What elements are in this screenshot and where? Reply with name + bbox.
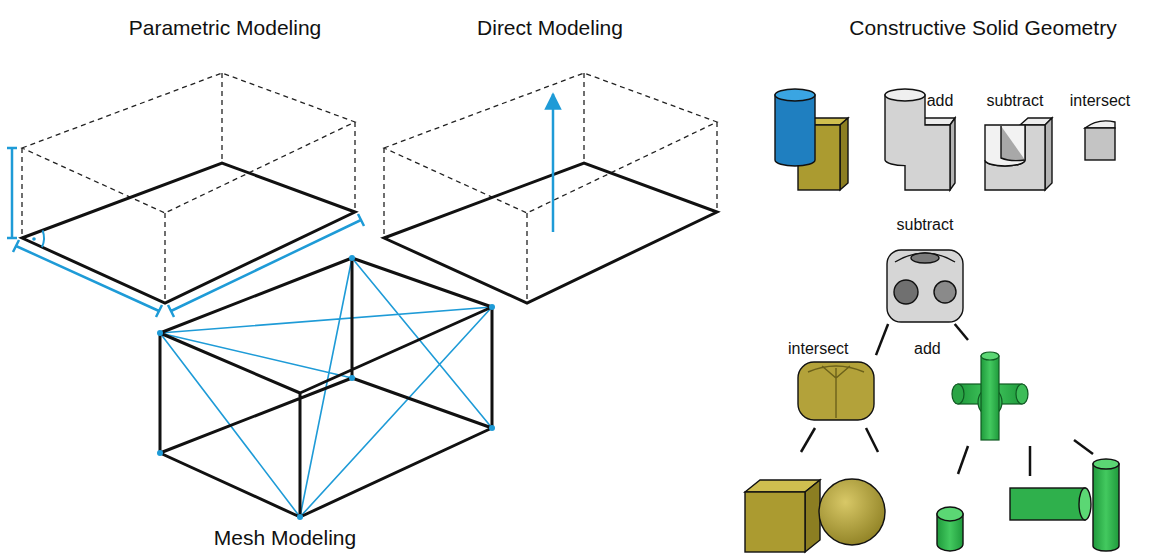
operation-label: intersect (1070, 92, 1130, 110)
extrude-arrow (552, 94, 555, 232)
bar-vertical (981, 356, 999, 440)
parametric-box (7, 73, 364, 317)
csg-operands (775, 89, 848, 190)
box-side (1045, 118, 1052, 190)
mesh-edges (160, 258, 492, 517)
bar-end (952, 384, 964, 404)
csg-union (885, 89, 955, 190)
cube-front (745, 492, 805, 552)
height-dimension (7, 148, 17, 238)
csg-operation-node: add (912, 340, 1024, 442)
tree-line (866, 428, 878, 452)
tree-line (1029, 446, 1032, 476)
vertex-dot (489, 425, 495, 431)
subtract-result (887, 250, 963, 322)
csg-operation-node: intersect (786, 340, 876, 424)
vertex-dot (349, 255, 355, 261)
cube-side (805, 480, 820, 552)
base-outline (22, 163, 355, 303)
depth-dimension (13, 240, 162, 317)
cylinder-top (885, 89, 925, 101)
section-title: Direct Modeling (477, 16, 623, 40)
tree-line (801, 428, 815, 452)
bar-top (981, 352, 999, 360)
mesh-box (157, 255, 495, 520)
intersect-top (1085, 121, 1115, 128)
add-result (952, 352, 1028, 440)
small-cylinder-top (937, 507, 963, 521)
sphere (819, 479, 885, 545)
long-bar-end (1079, 488, 1091, 520)
box-side (950, 118, 955, 190)
hole-top (911, 253, 939, 263)
dashed-edges (384, 73, 717, 303)
mesh-diagonals (160, 258, 492, 517)
section-title: Parametric Modeling (129, 16, 322, 40)
vertex-dot (489, 304, 495, 310)
rounded-cube (887, 250, 963, 322)
union-front (885, 95, 950, 190)
intersect-front (1085, 128, 1115, 160)
operation-label: add (927, 92, 954, 110)
angle-arc (42, 230, 44, 247)
cylinder-top (775, 89, 815, 101)
rounded-cube (798, 362, 874, 420)
section-title: Constructive Solid Geometry (849, 16, 1116, 40)
base-outline (384, 163, 717, 303)
vertex-dot (297, 514, 303, 520)
operation-label: intersect (786, 340, 850, 358)
tall-cylinder (1093, 464, 1119, 551)
csg-intersection (1085, 121, 1115, 160)
cube-facets (808, 366, 864, 418)
vertex-dot (349, 375, 355, 381)
dashed-edges (22, 73, 355, 303)
tree-line (1074, 440, 1093, 454)
hole-right (934, 281, 956, 303)
direct-box (384, 73, 717, 303)
vertex-dot (157, 450, 163, 456)
csg-leaves (745, 459, 1119, 552)
angle-dot (32, 237, 36, 241)
tree-line (876, 324, 888, 355)
tall-cylinder-top (1093, 459, 1119, 469)
cylinder-body (775, 95, 815, 166)
operation-label: subtract (987, 92, 1044, 110)
tree-leader-lines (801, 428, 1093, 476)
cube-top-face (895, 253, 955, 262)
intersect-result (798, 362, 874, 420)
tree-line (955, 324, 968, 340)
mesh-vertices (157, 255, 495, 520)
cut-curve (1001, 126, 1025, 160)
csg-operation-node: subtract (880, 216, 970, 324)
operation-label: add (912, 340, 943, 358)
long-bar (1010, 488, 1085, 520)
section-title: Mesh Modeling (214, 526, 356, 550)
box-side (840, 118, 848, 190)
vertex-dot (157, 330, 163, 336)
cut-front (985, 125, 1045, 190)
bar-end (1016, 384, 1028, 404)
csg-difference (985, 118, 1052, 190)
cut-hollow (985, 125, 1025, 166)
operation-label: subtract (895, 216, 956, 234)
hole-left (894, 280, 918, 304)
tree-line (958, 446, 968, 474)
